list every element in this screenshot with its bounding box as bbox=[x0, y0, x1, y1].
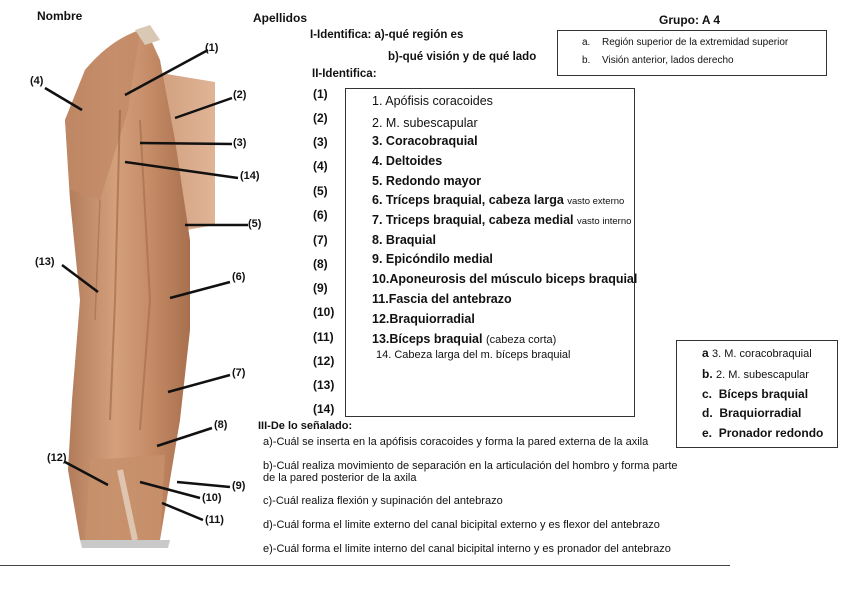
callout-14: (14) bbox=[240, 170, 260, 182]
answer-1: 1. Apófisis coracoides bbox=[372, 94, 493, 108]
callout-2: (2) bbox=[233, 89, 246, 101]
item-number: (13) bbox=[313, 378, 334, 392]
item-number: (4) bbox=[313, 159, 328, 173]
item-number: (12) bbox=[313, 354, 334, 368]
item-number: (11) bbox=[313, 330, 334, 344]
item-number: (6) bbox=[313, 208, 328, 222]
section3-question-b: b)-Cuál realiza movimiento de separación… bbox=[263, 460, 678, 472]
surname-label: Apellidos bbox=[253, 11, 307, 25]
answer-4: 4. Deltoides bbox=[372, 154, 442, 168]
bottom-divider bbox=[0, 565, 730, 566]
group-label: Grupo: A 4 bbox=[659, 13, 720, 27]
item-number: (9) bbox=[313, 281, 328, 295]
callout-5: (5) bbox=[248, 218, 261, 230]
section1-answer-b: Visión anterior, lados derecho bbox=[602, 55, 734, 66]
item-number: (7) bbox=[313, 233, 328, 247]
item-number: (1) bbox=[313, 87, 328, 101]
callout-12: (12) bbox=[47, 452, 67, 464]
callout-10: (10) bbox=[202, 492, 222, 504]
answer-6: 6. Tríceps braquial, cabeza larga vasto … bbox=[372, 193, 624, 207]
callout-11: (11) bbox=[205, 514, 224, 526]
callout-13: (13) bbox=[35, 256, 55, 268]
item-number: (2) bbox=[313, 111, 328, 125]
section3-answer-a: a 3. M. coracobraquial bbox=[702, 346, 812, 360]
section1-answer-a: Región superior de la extremidad superio… bbox=[602, 37, 788, 48]
answer-12: 12.Braquiorradial bbox=[372, 312, 475, 326]
item-number: (10) bbox=[313, 305, 334, 319]
item-number: (8) bbox=[313, 257, 328, 271]
callout-9: (9) bbox=[232, 480, 245, 492]
callout-3: (3) bbox=[233, 137, 246, 149]
answer-9: 9. Epicóndilo medial bbox=[372, 252, 493, 266]
section3-answer-d: d. Braquiorradial bbox=[702, 406, 801, 420]
name-label: Nombre bbox=[37, 9, 82, 23]
section1-answer-box: a. Región superior de la extremidad supe… bbox=[557, 30, 827, 76]
section3-answer-c: c. Bíceps braquial bbox=[702, 387, 808, 401]
section1-question-b: b)-qué visión y de qué lado bbox=[388, 51, 536, 63]
section3-question-a: a)-Cuál se inserta en la apófisis coraco… bbox=[263, 436, 648, 448]
section1-answer-b-letter: b. bbox=[582, 55, 590, 66]
answer-2: 2. M. subescapular bbox=[372, 116, 478, 130]
section3-question-b-cont: de la pared posterior de la axila bbox=[263, 472, 416, 484]
section3-question-c: c)-Cuál realiza flexión y supinación del… bbox=[263, 495, 503, 507]
section3-answer-b: b. 2. M. subescapular bbox=[702, 367, 809, 381]
section3-question-d: d)-Cuál forma el limite externo del cana… bbox=[263, 519, 660, 531]
item-number: (5) bbox=[313, 184, 328, 198]
section1-question-a: I-Identifica: a)-qué región es bbox=[310, 29, 463, 41]
answer-13: 13.Bíceps braquial (cabeza corta) bbox=[372, 332, 556, 346]
section3-question-e: e)-Cuál forma el limite interno del cana… bbox=[263, 543, 671, 555]
callout-7: (7) bbox=[232, 367, 245, 379]
section3-answer-e: e. Pronador redondo bbox=[702, 426, 823, 440]
item-number: (14) bbox=[313, 402, 334, 416]
answer-5: 5. Redondo mayor bbox=[372, 174, 481, 188]
answer-10: 10.Aponeurosis del músculo biceps braqui… bbox=[372, 272, 637, 286]
answer-14: 14. Cabeza larga del m. bíceps braquial bbox=[376, 349, 570, 361]
section2-title: II-Identifica: bbox=[312, 68, 377, 80]
section1-answer-a-letter: a. bbox=[582, 37, 590, 48]
answer-7: 7. Triceps braquial, cabeza medial vasto… bbox=[372, 213, 631, 227]
item-number: (3) bbox=[313, 135, 328, 149]
answer-11: 11.Fascia del antebrazo bbox=[372, 292, 512, 306]
callout-1: (1) bbox=[205, 42, 218, 54]
callout-4: (4) bbox=[30, 75, 43, 87]
callout-6: (6) bbox=[232, 271, 245, 283]
callout-8: (8) bbox=[214, 419, 227, 431]
answer-3: 3. Coracobraquial bbox=[372, 134, 478, 148]
answer-8: 8. Braquial bbox=[372, 233, 436, 247]
section3-title: III-De lo señalado: bbox=[258, 420, 352, 432]
